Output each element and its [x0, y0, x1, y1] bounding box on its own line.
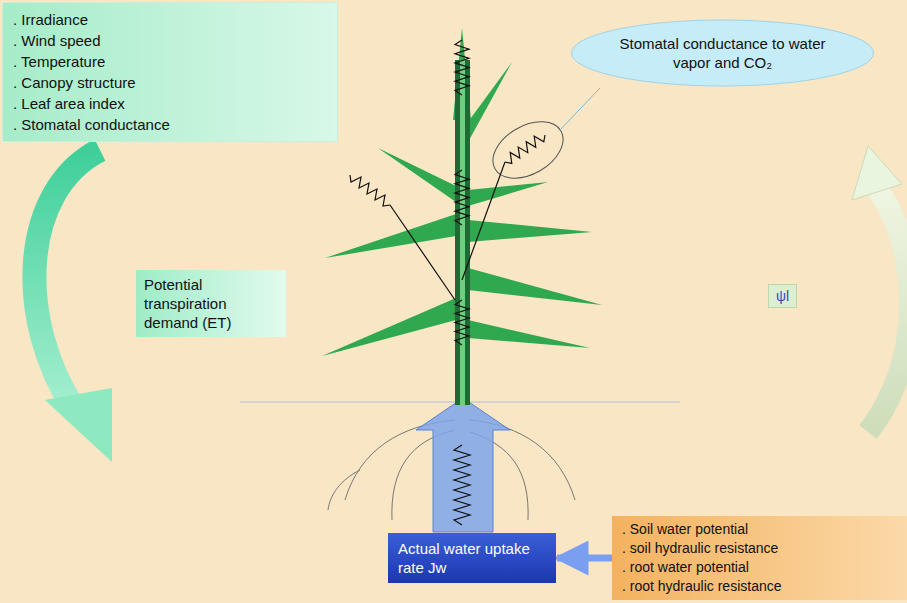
list-item: . Irradiance [13, 9, 327, 30]
list-item: . root water potential [622, 558, 897, 577]
node-label: Stomatal conductance to water vapor and … [610, 34, 835, 72]
resistor-symbol [350, 175, 390, 206]
arrow-head [852, 146, 902, 200]
node-label: Potential transpiration demand (ET) [144, 275, 278, 332]
resistor-symbol [455, 40, 469, 95]
callout-leader [560, 88, 600, 130]
resistor-symbol [454, 445, 470, 525]
list-item: . soil hydraulic resistance [622, 539, 897, 558]
list-item: . Stomatal conductance [13, 114, 327, 135]
water-flow-arrow [416, 398, 510, 532]
stem-core [460, 60, 465, 405]
list-item: . Wind speed [13, 30, 327, 51]
list-item: . Canopy structure [13, 72, 327, 93]
node-label: Actual water uptake rate Jw [398, 539, 546, 577]
potential-box: ψl [768, 284, 797, 308]
resistor-symbols [350, 40, 545, 525]
bubble-outline [570, 18, 875, 88]
list-item: . Leaf area index [13, 93, 327, 114]
node-label: ψl [776, 288, 789, 304]
curved-arrow [34, 150, 100, 410]
callout-bubble: Stomatal conductance to water vapor and … [570, 18, 875, 88]
resistor-wire [390, 205, 455, 300]
resistor-wire [462, 162, 505, 280]
resistor-symbol [455, 170, 469, 225]
list-item: . root hydraulic resistance [622, 577, 897, 596]
resistor-symbol [455, 300, 469, 345]
text-wrap: Stomatal conductance to water vapor and … [610, 34, 835, 72]
demand-box: Potential transpiration demand (ET) [136, 270, 286, 337]
factor-list-box: . Irradiance. Wind speed. Temperature. C… [2, 2, 338, 142]
stem [455, 60, 470, 405]
uptake-box: Actual water uptake rate Jw [388, 533, 556, 583]
list-item: . Soil water potential [622, 520, 897, 539]
list-item: . Temperature [13, 51, 327, 72]
curved-arrow [868, 190, 907, 432]
flow-arrow [557, 555, 612, 562]
arrow-head [45, 388, 112, 462]
soil-root-factor-box: . Soil water potential. soil hydraulic r… [612, 516, 907, 600]
callout-ring [483, 110, 573, 190]
resistor-symbol [505, 135, 545, 163]
